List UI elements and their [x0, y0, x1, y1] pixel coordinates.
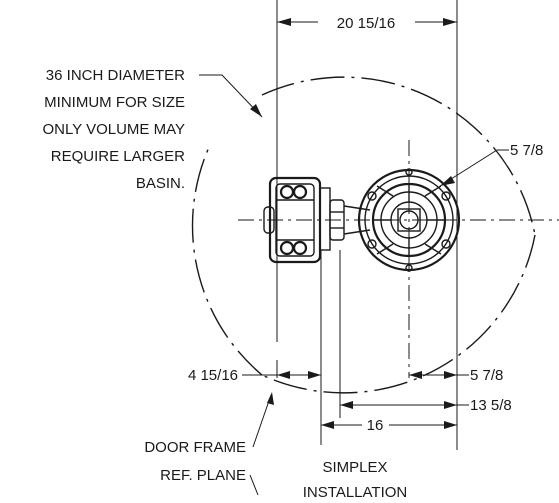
door-frame-line-1: DOOR FRAME	[144, 439, 246, 456]
dim-overall-width: 20 15/16	[277, 15, 457, 32]
pump-top-view	[357, 168, 461, 272]
basin-note-line-3: ONLY VOLUME MAY	[42, 121, 185, 138]
dim-pump-offset-right-label: 5 7/8	[470, 367, 503, 384]
installation-line-2: INSTALLATION	[303, 484, 407, 501]
basin-note-line-4: REQUIRE LARGER	[51, 148, 185, 165]
door-frame-leaders	[249, 392, 274, 496]
installation-label: SIMPLEX INSTALLATION	[303, 459, 407, 501]
installation-line-1: SIMPLEX	[322, 459, 387, 476]
dim-pump-offset-right: 5 7/8	[409, 367, 503, 384]
door-frame-label: DOOR FRAME REF. PLANE	[144, 439, 246, 484]
basin-note: 36 INCH DIAMETER MINIMUM FOR SIZE ONLY V…	[42, 67, 185, 192]
dim-door-frame-offset: 4 15/16	[188, 367, 321, 384]
door-frame-line-2: REF. PLANE	[160, 467, 246, 484]
centerlines	[238, 140, 559, 378]
dim-discharge-to-center: 16	[321, 417, 457, 434]
dim-door-frame-offset-label: 4 15/16	[188, 367, 238, 384]
basin-note-line-1: 36 INCH DIAMETER	[46, 67, 185, 84]
basin-note-line-2: MINIMUM FOR SIZE	[44, 94, 185, 111]
extension-lines	[276, 0, 458, 450]
dim-pump-diameter-label: 5 7/8	[510, 142, 543, 159]
dim-pump-diameter: 5 7/8	[439, 142, 543, 187]
dim-discharge-to-center-label: 16	[367, 417, 384, 434]
basin-note-line-5: BASIN.	[136, 175, 185, 192]
discharge-assembly	[263, 176, 371, 264]
dim-center-to-center: 13 5/8	[340, 397, 512, 414]
basin-note-leader	[199, 74, 263, 118]
dim-overall-width-label: 20 15/16	[337, 15, 395, 32]
dim-center-to-center-label: 13 5/8	[470, 397, 512, 414]
basin-outline	[191, 76, 536, 394]
